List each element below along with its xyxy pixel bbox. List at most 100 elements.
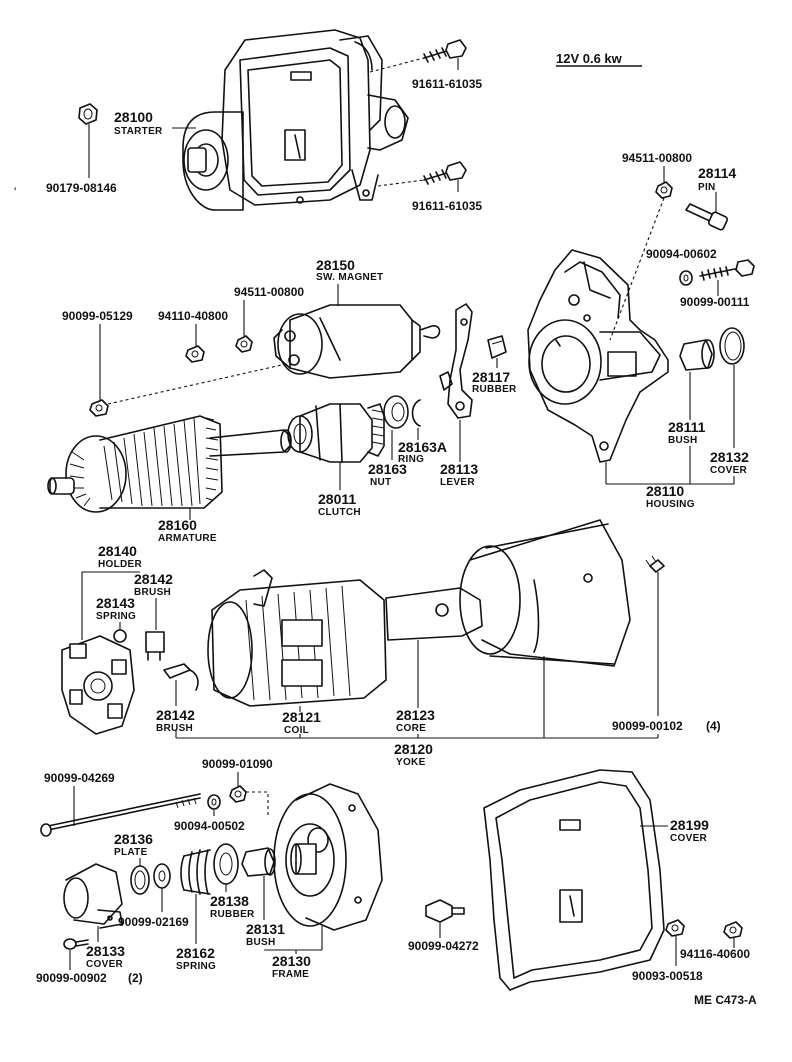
lever-28113-drawing: [439, 303, 473, 419]
nut-90099-05129-icon: [89, 399, 109, 417]
yoke-28120-drawing: [459, 519, 631, 667]
part-number-label: 28121: [282, 709, 321, 725]
part-number-label: 28138: [210, 893, 249, 909]
bush-28131-icon: [241, 847, 276, 877]
part-number-label: 94511-00800: [622, 151, 692, 165]
part-name-label: CORE: [396, 723, 426, 734]
armature-28160-drawing: [47, 415, 292, 513]
part-name-label: LEVER: [440, 477, 475, 488]
part-number-label: 90179-08146: [46, 181, 117, 195]
part-name-label: HOLDER: [98, 559, 142, 570]
pin-28114-icon: [685, 203, 729, 231]
part-number-label: 28117: [472, 369, 510, 385]
screw-90099-00902-icon: [63, 938, 89, 950]
part-number-label: 28123: [396, 707, 435, 723]
part-name-label: NUT: [370, 477, 391, 488]
part-number-label: 28143: [96, 595, 135, 611]
part-number-label: 28142: [156, 707, 195, 723]
part-number-label: 28100: [114, 109, 153, 125]
part-name-label: FRAME: [272, 969, 309, 980]
ring-28163A-icon: [411, 399, 421, 427]
brush-holder-28140-drawing: [61, 629, 165, 735]
rubber-28117-icon: [487, 335, 507, 359]
part-name-label: RUBBER: [210, 909, 255, 920]
part-number-label: 28113: [440, 461, 478, 477]
part-number-label: 28132: [710, 449, 749, 465]
part-number-label: 90099-00902: [36, 971, 107, 985]
part-name-label: BUSH: [246, 937, 276, 948]
coil-28121-drawing: [207, 569, 387, 707]
core-28123-drawing: [385, 587, 483, 641]
starter-assembly-drawing: [182, 29, 409, 211]
rubber-28138-icon: [213, 843, 239, 885]
diagram-code: ME C473-A: [694, 993, 757, 1007]
cover-28133-drawing: [63, 863, 123, 929]
part-number-label: 28163: [368, 461, 407, 477]
part-name-label: BRUSH: [156, 723, 193, 734]
washer-90099-02169-icon: [153, 863, 171, 889]
part-name-label: PLATE: [114, 847, 148, 858]
part-name-label: HOUSING: [646, 499, 695, 510]
plate-28136-icon: [130, 865, 150, 895]
part-name-label: SW. MAGNET: [316, 272, 383, 283]
part-number-label: 28150: [316, 257, 355, 273]
part-number-label: 90093-00518: [632, 969, 703, 983]
part-name-label: COVER: [670, 833, 708, 844]
part-number-label: 90099-01090: [202, 757, 273, 771]
brush-28142-icon: [163, 663, 199, 691]
part-number-label: 28114: [698, 165, 736, 181]
part-name-label: ARMATURE: [158, 533, 217, 544]
part-name-label: COVER: [86, 959, 124, 970]
nut-90093-00518-icon: [665, 919, 685, 937]
part-number-label: 28111: [668, 419, 706, 435]
part-number-label: 90099-04272: [408, 939, 479, 953]
part-number-label: 28140: [98, 543, 137, 559]
part-name-label: RING: [398, 454, 424, 465]
part-number-label: 90099-05129: [62, 309, 133, 323]
cover-28132-icon: [719, 327, 745, 365]
nut-94116-40600-icon: [723, 921, 743, 939]
part-name-label: COIL: [284, 725, 309, 736]
part-name-label: STARTER: [114, 126, 163, 137]
nut-28163-icon: [383, 395, 409, 429]
housing-28110-drawing: [527, 249, 669, 463]
part-name-label: COVER: [710, 465, 748, 476]
rating-label: 12V 0.6 kw: [556, 51, 623, 66]
part-number-label: 28162: [176, 945, 215, 961]
bush-28111-icon: [679, 339, 715, 371]
part-number-label: 28163A: [398, 439, 447, 455]
part-number-label: 28120: [394, 741, 433, 757]
part-name-label: SPRING: [176, 961, 216, 972]
spring-28162-icon: [180, 849, 211, 895]
part-number-label: 28136: [114, 831, 153, 847]
quantity-label: (2): [128, 971, 143, 985]
part-number-label: 90094-00502: [174, 819, 245, 833]
part-number-label: 91611-61035: [412, 199, 482, 213]
part-name-label: CLUTCH: [318, 507, 361, 518]
washer-90094-00602-icon: [679, 270, 693, 286]
part-number-label: 90099-00102: [612, 719, 683, 733]
nut-94110-40800-icon: [185, 345, 205, 363]
part-number-label: 28133: [86, 943, 125, 959]
bolt-91611-61035-top-icon: [423, 39, 467, 63]
part-name-label: BRUSH: [134, 587, 171, 598]
part-number-label: 90099-02169: [118, 915, 189, 929]
screw-90099-04272-icon: [425, 899, 465, 923]
bolt-91611-61035-bottom-icon: [423, 161, 467, 185]
quantity-label: (4): [706, 719, 721, 733]
marker-dot: ': [14, 185, 16, 199]
frame-28130-drawing: [273, 783, 383, 931]
through-bolt-90099-04269-icon: [40, 793, 201, 837]
part-number-label: 91611-61035: [412, 77, 482, 91]
part-number-label: 28160: [158, 517, 197, 533]
washer-94511-00800-icon: [655, 181, 673, 199]
part-number-label: 90099-04269: [44, 771, 115, 785]
part-name-label: PIN: [698, 182, 716, 193]
part-number-label: 90094-00602: [646, 247, 717, 261]
part-number-label: 28130: [272, 953, 311, 969]
part-number-label: 94116-40600: [680, 947, 750, 961]
part-number-label: 90099-00111: [680, 295, 750, 309]
nut-90179-08146-icon: [78, 103, 98, 125]
part-number-label: 28011: [318, 491, 356, 507]
